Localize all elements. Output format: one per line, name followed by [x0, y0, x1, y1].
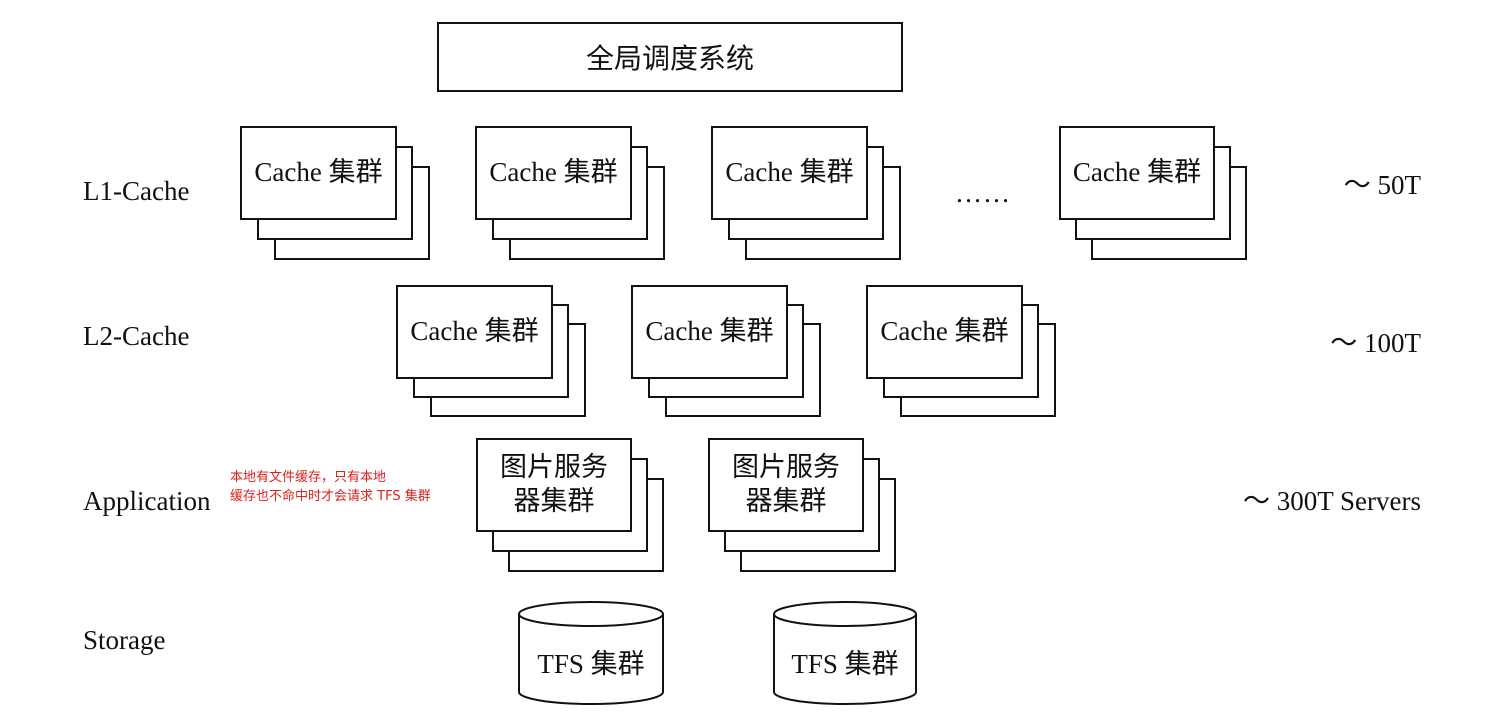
layer-label-storage: Storage	[83, 625, 166, 655]
capacity-label-application: ～ 300T Servers	[1243, 486, 1421, 516]
cylinder-shape	[773, 601, 917, 705]
l1-cache-cluster-label: Cache 集群	[475, 126, 632, 220]
local-cache-note: 本地有文件缓存，只有本地 缓存也不命中时才会请求 TFS 集群	[230, 468, 431, 506]
capacity-label-l2: ～ 100T	[1330, 328, 1421, 358]
layer-label-application: Application	[83, 486, 211, 516]
cylinder-shape	[518, 601, 664, 705]
layer-label-l2: L2-Cache	[83, 321, 190, 351]
l1-cache-cluster-label: Cache 集群	[711, 126, 868, 220]
note-line-2: 缓存也不命中时才会请求 TFS 集群	[230, 489, 431, 504]
layer-label-l1: L1-Cache	[83, 176, 190, 206]
image-server-cluster-label: 图片服务器集群	[476, 438, 632, 532]
tfs-cluster-label: TFS 集群	[791, 649, 899, 679]
global-scheduler-label: 全局调度系统	[585, 44, 754, 75]
tfs-cluster-1: TFS 集群	[517, 600, 665, 706]
l2-cache-cluster-label: Cache 集群	[866, 285, 1023, 379]
image-server-cluster-label: 图片服务器集群	[708, 438, 864, 532]
global-scheduler-box: 全局调度系统	[437, 22, 903, 92]
l2-cache-cluster-label: Cache 集群	[631, 285, 788, 379]
l1-ellipsis: ……	[955, 178, 1011, 208]
capacity-label-l1: ～ 50T	[1343, 170, 1421, 200]
l1-cache-cluster-label: Cache 集群	[240, 126, 397, 220]
l1-cache-cluster-label: Cache 集群	[1059, 126, 1215, 220]
tfs-cluster-label: TFS 集群	[537, 649, 645, 679]
tfs-cluster-2: TFS 集群	[772, 600, 918, 706]
l2-cache-cluster-label: Cache 集群	[396, 285, 553, 379]
note-line-1: 本地有文件缓存，只有本地	[230, 470, 387, 485]
